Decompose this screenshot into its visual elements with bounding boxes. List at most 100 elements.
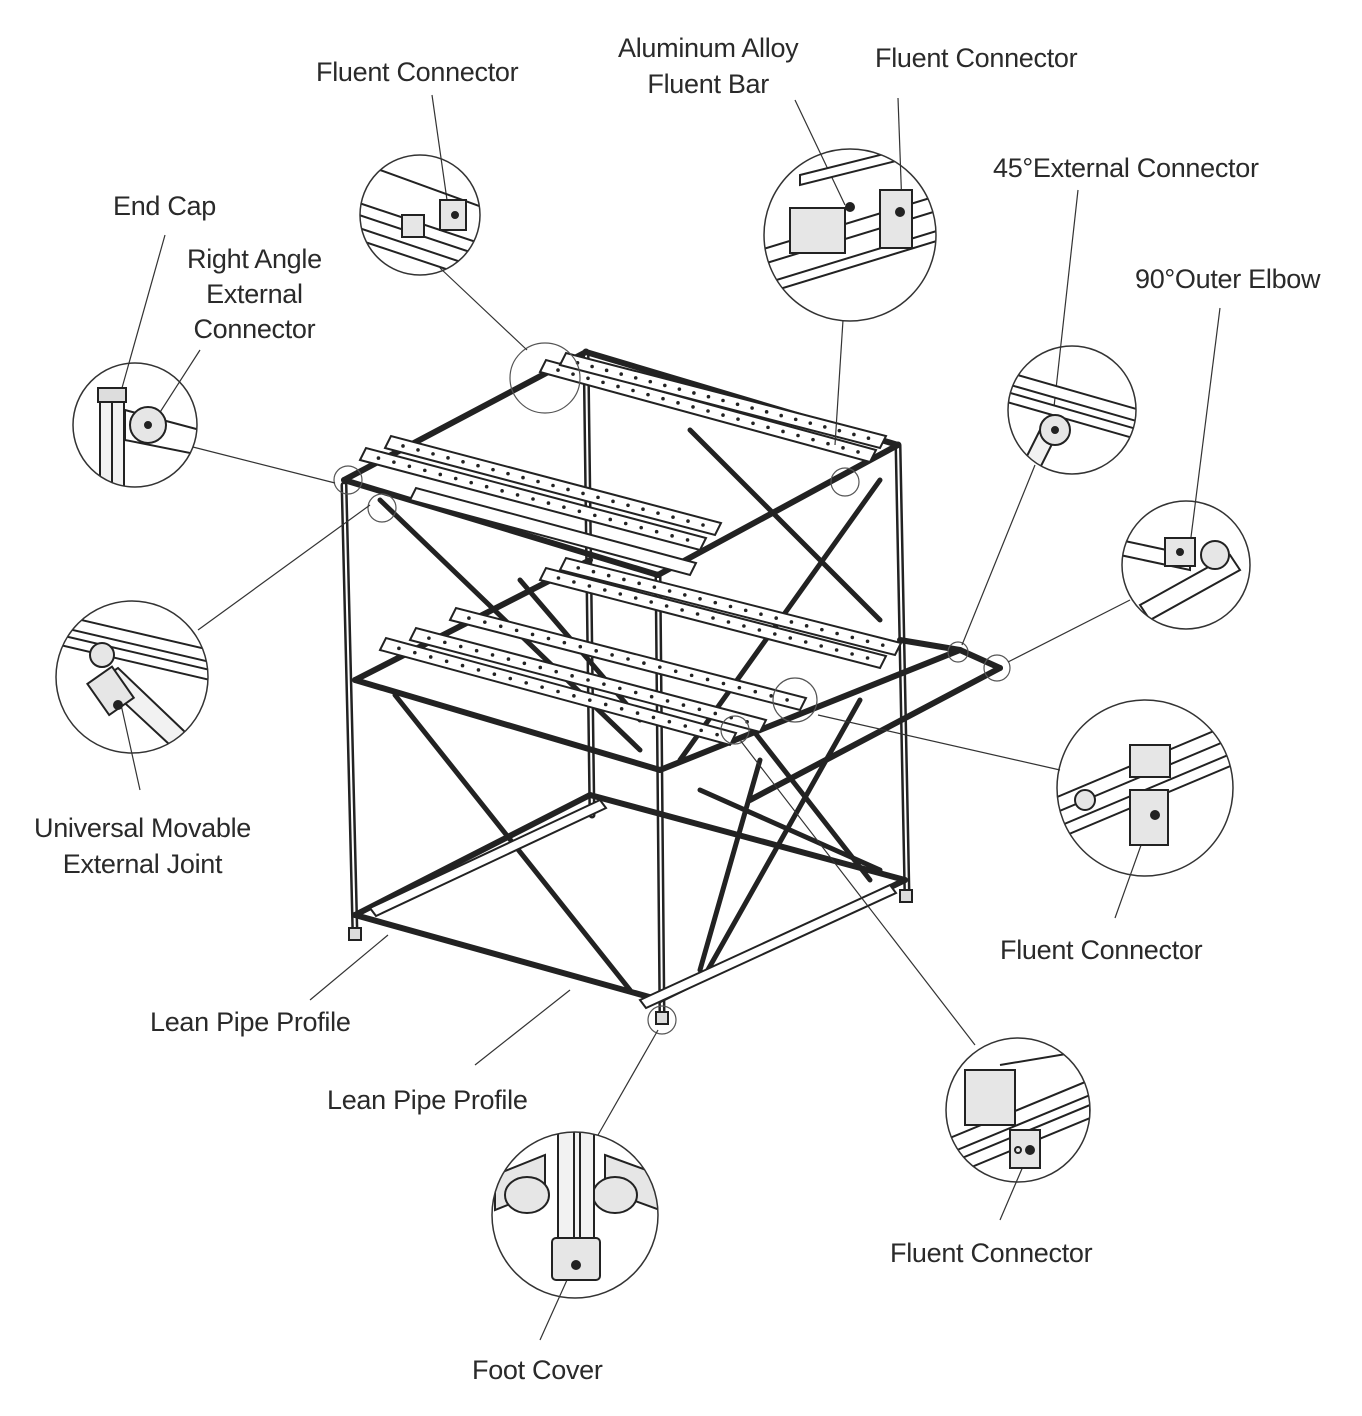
roller: [661, 396, 665, 401]
roller: [591, 569, 596, 574]
roller: [796, 433, 800, 438]
label-aluminum-alloy-fluent-bar: Aluminum Alloy Fluent Bar: [618, 33, 799, 99]
roller: [866, 436, 871, 441]
detail-foot-cover: [491, 1131, 659, 1299]
roller: [610, 653, 614, 657]
roller: [757, 628, 762, 632]
roller: [811, 437, 815, 442]
roller: [880, 643, 885, 647]
roller: [626, 503, 630, 508]
roller: [646, 392, 650, 397]
roller: [652, 585, 657, 589]
roller: [593, 513, 597, 518]
roller: [648, 379, 653, 384]
roller: [566, 487, 570, 492]
roller: [522, 661, 527, 666]
roller: [571, 372, 575, 376]
roller: [619, 706, 624, 711]
roller: [603, 588, 607, 592]
roller: [852, 432, 856, 437]
roller: [531, 497, 535, 501]
roller: [514, 628, 519, 633]
roller: [603, 702, 608, 707]
roller: [626, 657, 630, 661]
roller: [492, 672, 497, 677]
roller: [701, 523, 705, 527]
roller: [397, 646, 401, 651]
detail-end-cap: [72, 362, 198, 488]
roller: [865, 656, 870, 660]
roller: [637, 581, 641, 586]
roller: [401, 444, 405, 448]
roller: [506, 657, 511, 661]
roller: [562, 640, 567, 645]
roller: [819, 644, 823, 648]
roller: [476, 668, 481, 672]
label-fluent-connector-right: Fluent Connector: [1000, 935, 1203, 965]
roller: [546, 636, 551, 641]
roller: [705, 677, 710, 682]
roller: [726, 620, 731, 624]
label-lean-pipe-profile-2: Lean Pipe Profile: [327, 1085, 528, 1115]
roller: [699, 728, 703, 733]
roller: [804, 624, 809, 628]
label-fluent-connector-top-right: Fluent Connector: [875, 43, 1078, 73]
roller: [616, 384, 620, 389]
roller: [622, 577, 626, 582]
detail-universal-joint: [55, 600, 209, 754]
roller: [601, 380, 605, 385]
roller: [766, 425, 770, 430]
roller: [635, 711, 640, 715]
roller: [438, 472, 443, 477]
roller: [649, 600, 653, 604]
roller: [556, 689, 560, 694]
roller: [677, 387, 682, 391]
roller: [469, 480, 473, 485]
roller: [596, 495, 600, 500]
callout-markers: [333, 342, 1011, 1035]
roller: [706, 409, 710, 413]
roller: [458, 644, 463, 649]
roller: [602, 682, 606, 686]
roller: [651, 715, 656, 720]
detail-fluent-connector-bottom: [945, 1037, 1091, 1183]
roller: [446, 456, 450, 460]
label-right-angle-external-connector: Right Angle External Connector: [187, 244, 322, 344]
roller: [663, 383, 667, 388]
roller: [856, 450, 860, 454]
fluent-bars: [358, 351, 903, 1010]
roller: [572, 580, 576, 584]
roller: [577, 509, 582, 514]
roller: [618, 686, 622, 691]
roller: [556, 368, 560, 372]
roller: [546, 501, 551, 505]
roller: [623, 521, 628, 526]
roller: [428, 655, 433, 659]
roller: [413, 650, 417, 655]
bottom-tier-rails: [368, 798, 898, 1010]
roller: [540, 685, 544, 689]
roller: [698, 596, 702, 601]
roller: [521, 475, 525, 480]
roller: [793, 417, 798, 422]
roller: [506, 471, 510, 476]
roller: [759, 612, 763, 617]
roller: [683, 724, 688, 728]
roller: [633, 690, 638, 695]
roller: [721, 413, 725, 417]
roller: [460, 663, 465, 668]
roller: [865, 639, 870, 644]
roller: [737, 685, 742, 690]
roller: [788, 636, 793, 640]
roller: [641, 507, 645, 512]
roller: [649, 694, 654, 699]
roller: [658, 665, 662, 669]
roller: [808, 421, 813, 425]
roller: [680, 608, 684, 612]
label-90-outer-elbow: 90°Outer Elbow: [1135, 264, 1321, 294]
roller: [823, 425, 827, 429]
roller: [721, 681, 726, 686]
roller: [850, 652, 854, 656]
roller: [423, 468, 427, 473]
